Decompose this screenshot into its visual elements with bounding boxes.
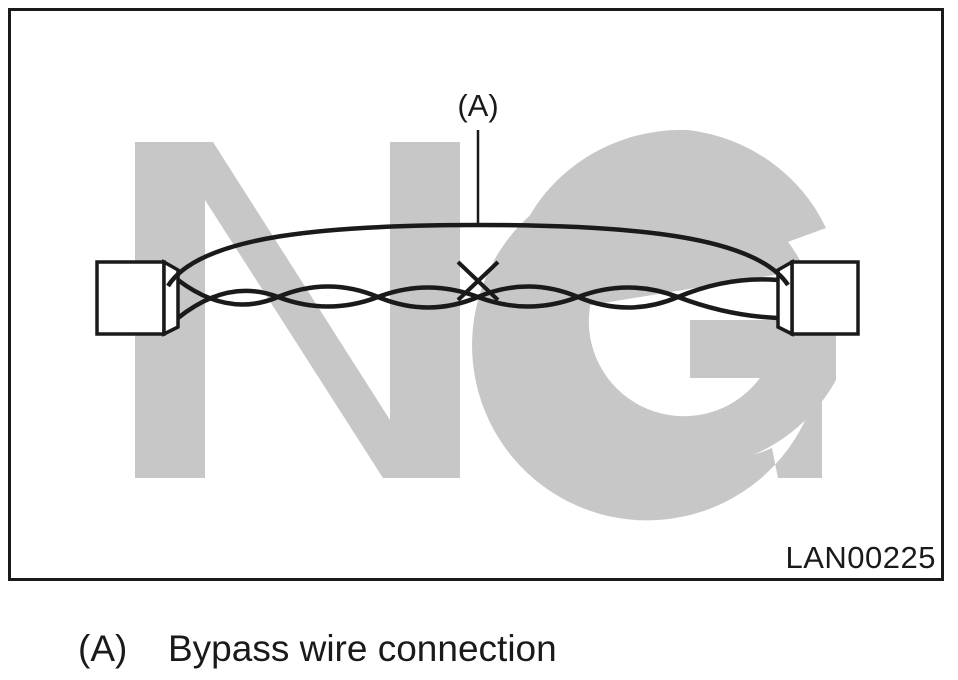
watermark-letter-g-body bbox=[506, 129, 836, 470]
right-connector bbox=[776, 258, 860, 337]
cut-mark-icon bbox=[456, 260, 500, 302]
ng-watermark bbox=[135, 129, 836, 521]
twisted-wire-2 bbox=[176, 285, 779, 321]
wiring-diagram: (A) bbox=[95, 88, 860, 521]
legend: (A) Bypass wire connection bbox=[78, 628, 557, 670]
twisted-pair bbox=[176, 277, 779, 321]
left-connector bbox=[95, 258, 180, 337]
figure-code: LAN00225 bbox=[785, 540, 936, 575]
legend-description: Bypass wire connection bbox=[168, 628, 557, 669]
callout-label: (A) bbox=[457, 88, 498, 123]
legend-key: (A) bbox=[78, 628, 128, 669]
watermark-letter-n bbox=[135, 142, 460, 478]
